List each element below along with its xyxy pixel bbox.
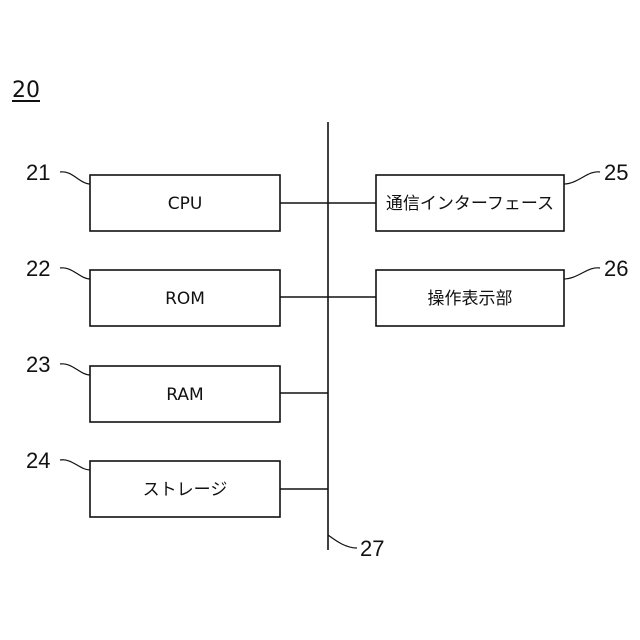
leader-cpu [60, 172, 90, 184]
ram-block: RAM [90, 366, 280, 422]
operation-display-label: 操作表示部 [428, 289, 513, 309]
ref-ram: 23 [26, 352, 50, 377]
storage-label: ストレージ [143, 480, 228, 500]
ref-ops: 26 [604, 256, 628, 281]
cpu-block: CPU [90, 175, 280, 231]
cpu-label: CPU [168, 194, 203, 214]
rom-block: ROM [90, 270, 280, 326]
comm-interface-label: 通信インターフェース [386, 194, 554, 214]
rom-label: ROM [165, 289, 205, 309]
leader-ops [564, 268, 600, 279]
leader-rom [60, 268, 90, 279]
storage-block: ストレージ [90, 461, 280, 517]
operation-display-block: 操作表示部 [376, 270, 564, 326]
ref-bus: 27 [360, 536, 384, 561]
ref-cpu: 21 [26, 160, 50, 185]
leader-bus [328, 535, 357, 548]
ref-rom: 22 [26, 256, 50, 281]
ram-label: RAM [166, 385, 203, 405]
leader-comm [564, 172, 600, 184]
comm-interface-block: 通信インターフェース [376, 175, 564, 231]
ref-storage: 24 [26, 448, 50, 473]
leader-storage [60, 460, 90, 470]
leader-ram [60, 364, 90, 375]
ref-comm: 25 [604, 160, 628, 185]
